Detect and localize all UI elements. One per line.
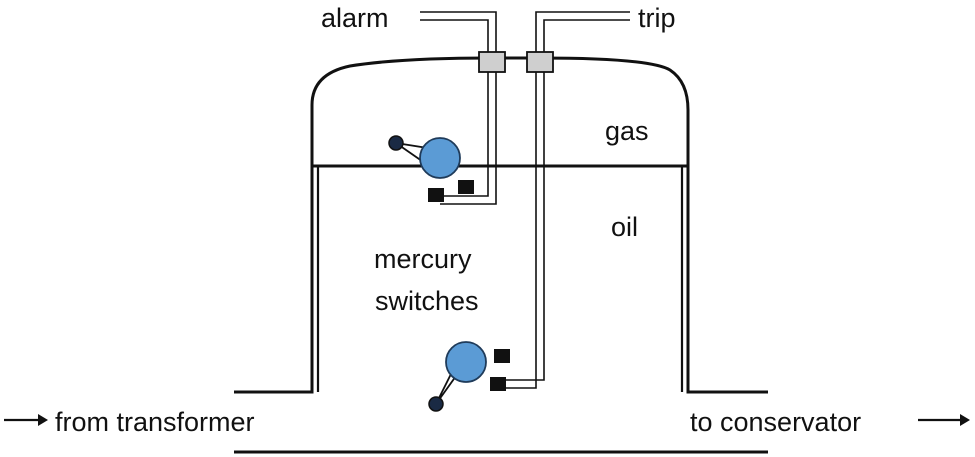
from-transformer-label: from transformer xyxy=(55,407,255,437)
lower-mercury-contact-1 xyxy=(494,349,510,363)
arrow-right-icon xyxy=(918,414,970,426)
trip-label: trip xyxy=(638,3,676,33)
alarm-terminal-connector xyxy=(478,51,506,73)
alarm-lead-outer xyxy=(420,11,497,205)
alarm-lead-inner xyxy=(420,19,489,197)
trip-lead xyxy=(492,11,630,389)
lower-mercury-contact-2 xyxy=(490,377,506,391)
arrow-right-icon xyxy=(4,414,48,426)
upper-float-switch xyxy=(388,135,474,202)
mercury-switches-label-line1: mercury xyxy=(374,244,472,274)
to-conservator-label: to conservator xyxy=(690,407,861,437)
mercury-switches-label-line2: switches xyxy=(375,286,479,316)
trip-lead-outer xyxy=(492,11,630,389)
gas-label: gas xyxy=(605,116,649,146)
alarm-lead xyxy=(420,11,497,205)
trip-lead-inner xyxy=(492,19,630,381)
oil-label: oil xyxy=(611,212,638,242)
lower-float-switch xyxy=(428,341,510,412)
trip-terminal-connector xyxy=(526,51,554,73)
lower-float-pivot xyxy=(428,396,444,412)
upper-mercury-contact-1 xyxy=(428,188,444,202)
housing-outline xyxy=(234,56,768,394)
upper-float-ball xyxy=(419,137,461,179)
upper-mercury-contact-2 xyxy=(458,180,474,194)
upper-float-pivot xyxy=(388,135,404,151)
lower-float-ball xyxy=(445,341,487,383)
alarm-label: alarm xyxy=(321,3,389,33)
relay-housing xyxy=(234,56,768,454)
